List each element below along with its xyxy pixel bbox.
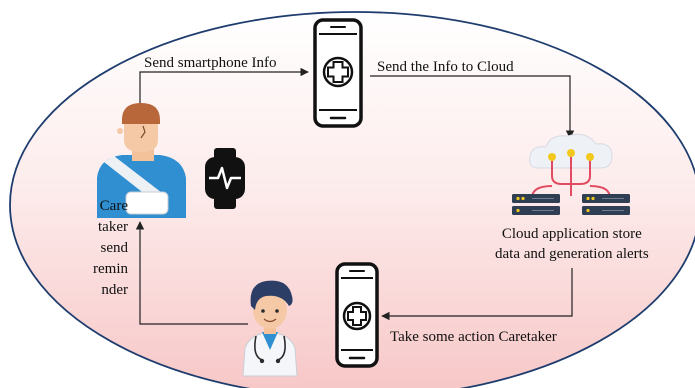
label-take-action-caretaker: Take some action Caretaker [390, 329, 557, 345]
doctor-icon [242, 280, 298, 377]
arrow-cloud-to-phone [381, 268, 573, 321]
label-send-smartphone-info: Send smartphone Info [144, 55, 277, 71]
medical-smartphone-icon [313, 18, 363, 128]
label-caretaker-line: taker [98, 219, 128, 235]
arrow-doctor-to-patient [135, 221, 248, 325]
label-caretaker-line: Care [99, 198, 128, 214]
label-caretaker-send-reminder: Care taker send remin nder [80, 196, 128, 301]
label-cloud-store-line1: Cloud application store [501, 226, 642, 242]
medical-smartphone-icon [335, 262, 379, 368]
cloud-server-icon [512, 133, 630, 215]
label-caretaker-line: nder [101, 282, 128, 298]
label-caretaker-line: send [100, 240, 129, 256]
label-caretaker-line: remin [93, 261, 128, 277]
arrow-phone-to-cloud [370, 75, 575, 139]
label-cloud-store-line2: data and generation alerts [495, 246, 649, 262]
background-ellipse [9, 11, 695, 388]
label-send-info-cloud: Send the Info to Cloud [377, 59, 514, 75]
label-cloud-application-store: Cloud application store data and generat… [495, 224, 649, 264]
arrow-patient-to-phone [139, 67, 309, 104]
injured-patient-icon [97, 103, 186, 218]
smartwatch-icon [205, 148, 245, 209]
